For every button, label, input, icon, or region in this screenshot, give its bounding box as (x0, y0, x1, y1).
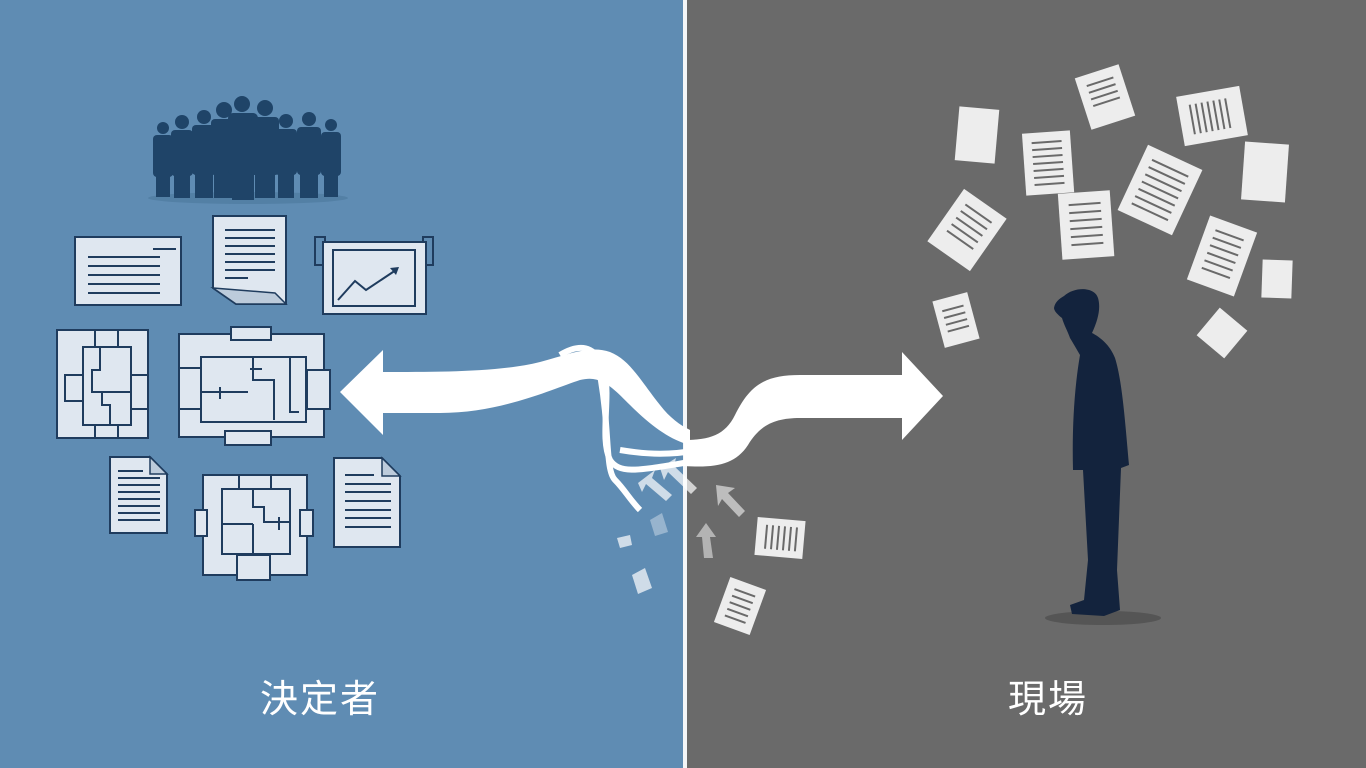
scattered-papers (713, 64, 1293, 636)
fragment-arrows-icon (617, 458, 745, 594)
dejected-person-icon (1045, 289, 1161, 625)
decision-makers-label: 決定者 (260, 677, 381, 721)
floor-plan-icon (178, 326, 331, 446)
arrow-left-icon (340, 349, 690, 445)
floor-plan-icon (194, 474, 314, 581)
crowd-icon (148, 96, 348, 204)
floor-plan-icon (56, 329, 149, 439)
document-icon (109, 455, 169, 534)
document-icon (333, 456, 402, 548)
memo-document-icon (74, 236, 182, 306)
report-document-icon (210, 215, 288, 305)
center-divider (683, 0, 687, 768)
field-label: 現場 (1008, 677, 1089, 721)
arrow-right-icon (684, 352, 943, 467)
growth-chart-icon (314, 236, 434, 315)
